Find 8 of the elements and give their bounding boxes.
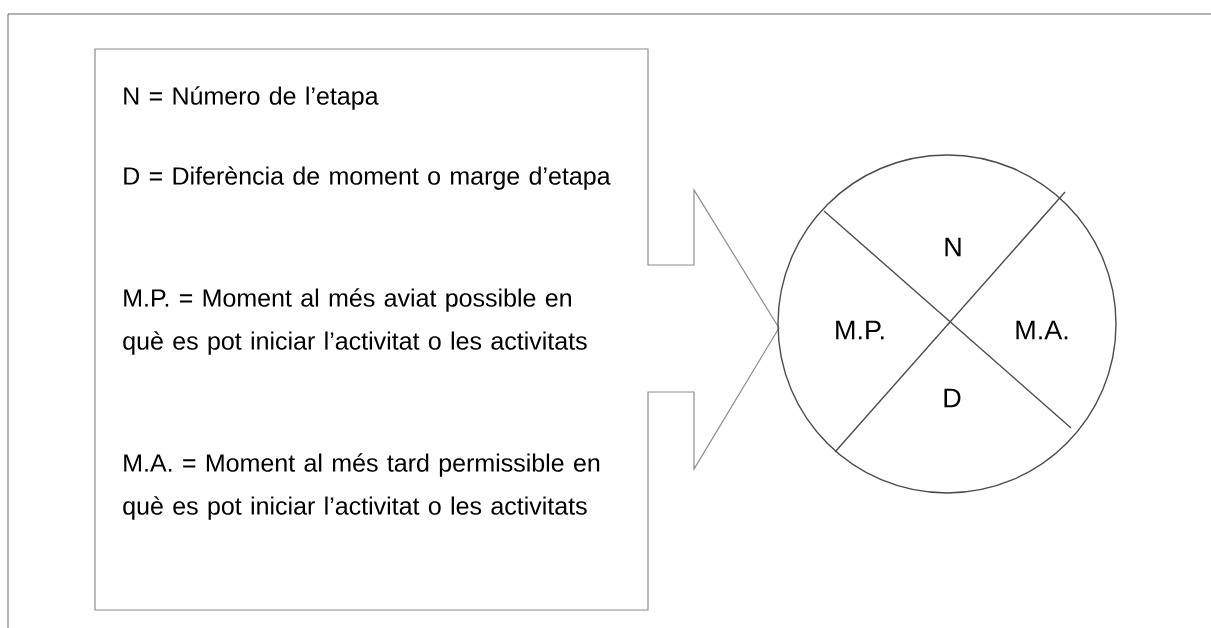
quadrant-label: N: [945, 237, 961, 257]
legend-text: N = Número de l’etapa: [124, 86, 379, 110]
quadrant-label: M.A.: [1016, 320, 1068, 340]
legend-text: D = Diferència de moment o marge d’etapa: [124, 166, 611, 190]
quadrant-label: M.P.: [836, 320, 884, 340]
legend-text: M.P. = Moment al més aviat possible en què es pot iniciar l’activitat o les activitats: [123, 288, 587, 355]
quadrant-label: D: [944, 388, 961, 408]
legend-text: M.A. = Moment al més tard permissible en què es pot iniciar l’activitat o les activitats: [123, 453, 600, 520]
